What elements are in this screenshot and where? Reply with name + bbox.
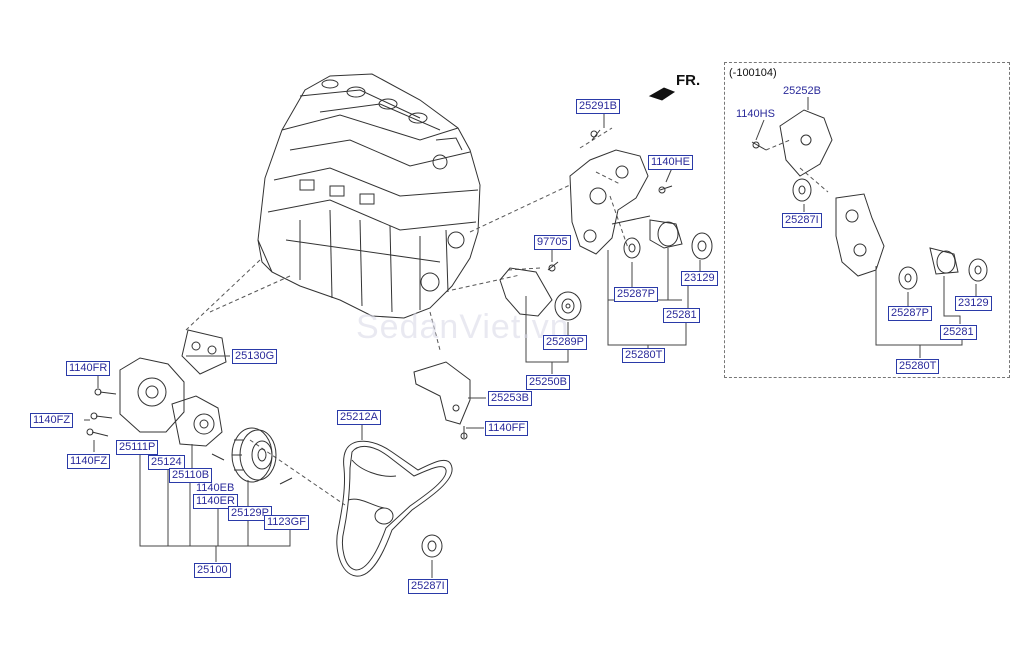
callout-25212A[interactable]: 25212A [337,410,381,425]
tensioner-bracket [569,149,651,255]
variant-box-label: (-100104) [729,67,777,79]
tensioner-pulleys [623,219,713,260]
idler-pulley-lower [421,534,443,558]
callout-1140HE[interactable]: 1140HE [648,155,693,170]
callout-25129P[interactable]: 25129P [228,506,272,521]
callout-1140FZ-upper[interactable]: 1140FZ [30,413,74,428]
watermark: SedanViet.vn [356,308,570,346]
callout-25287P-variant[interactable]: 25287P [888,306,932,321]
engine-block [257,73,481,319]
callout-1140FF[interactable]: 1140FF [485,421,529,436]
variant-box [724,62,1010,378]
callout-25280T-main[interactable]: 25280T [622,348,666,363]
idler-bracket [499,267,582,321]
callout-25253B[interactable]: 25253B [488,391,532,406]
callout-25287P-main[interactable]: 25287P [614,287,658,302]
callout-25281-variant[interactable]: 25281 [940,325,977,340]
callout-1140FR[interactable]: 1140FR [66,361,111,376]
callout-25287I-lower[interactable]: 25287I [408,579,448,594]
front-arrow-icon [648,87,676,101]
callout-25250B[interactable]: 25250B [526,375,570,390]
mount-bracket [413,361,471,425]
callout-25124[interactable]: 25124 [148,455,185,470]
water-pump [119,329,227,447]
callout-23129-main[interactable]: 23129 [681,271,718,286]
callout-25100[interactable]: 25100 [194,563,231,578]
label-25252B[interactable]: 25252B [783,85,821,97]
callout-25281-main[interactable]: 25281 [663,308,700,323]
callout-1140ER[interactable]: 1140ER [193,494,238,509]
label-1140HS[interactable]: 1140HS [736,108,775,120]
callout-25291B[interactable]: 25291B [576,99,620,114]
callout-1123GF[interactable]: 1123GF [264,515,309,530]
drive-belt [336,440,453,577]
callout-25130G[interactable]: 25130G [232,349,278,364]
callout-97705[interactable]: 97705 [534,235,571,250]
callout-25110B[interactable]: 25110B [169,468,213,483]
callout-23129-variant[interactable]: 23129 [955,296,992,311]
variant-bracket [779,109,833,177]
callout-1140FZ-lower[interactable]: 1140FZ [67,454,111,469]
front-direction-label: FR. [676,72,701,89]
callout-25287I-variant[interactable]: 25287I [782,213,822,228]
water-pump-pulley [231,427,277,483]
callout-25280T-variant[interactable]: 25280T [896,359,940,374]
callout-25111P[interactable]: 25111P [116,440,159,455]
label-1140EB[interactable]: 1140EB [196,482,235,494]
callout-25289P[interactable]: 25289P [543,335,587,350]
